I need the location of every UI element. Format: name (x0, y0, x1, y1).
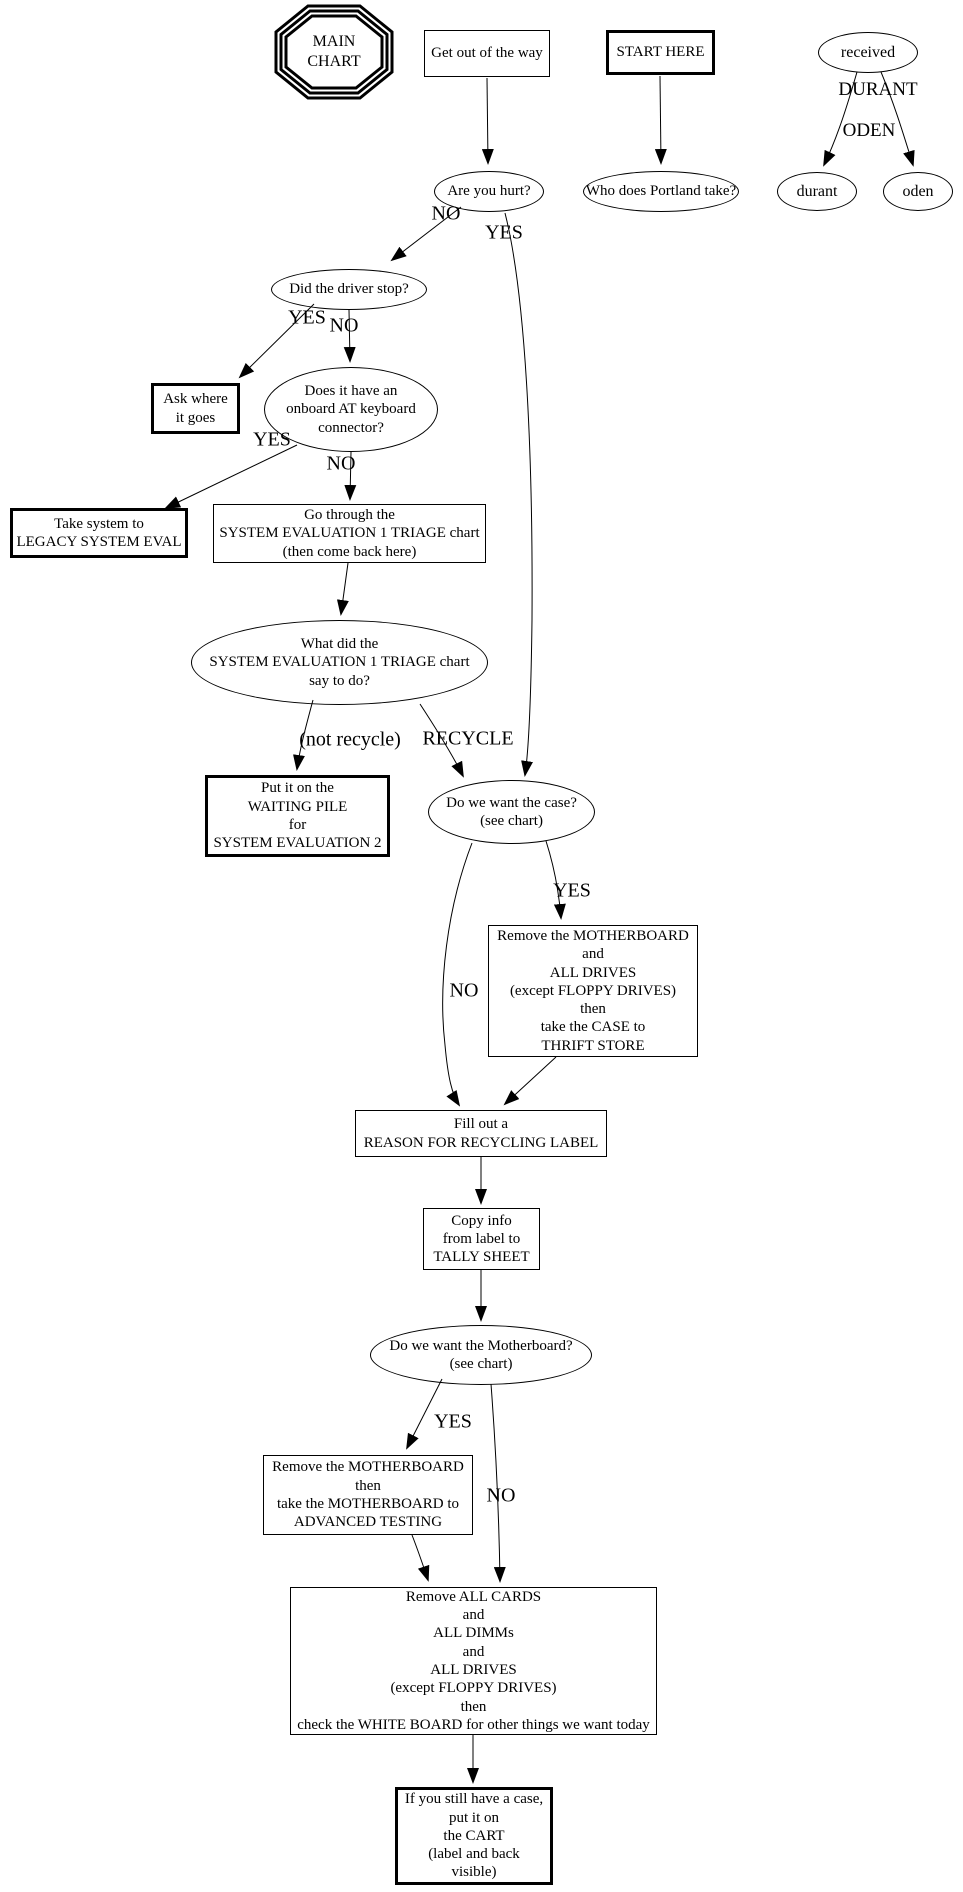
node-case-to-thrift-store: Remove the MOTHERBOARD and ALL DRIVES (e… (488, 925, 698, 1057)
node-are-you-hurt: Are you hurt? (434, 171, 544, 212)
edge-label-case-yes: YES (553, 879, 591, 902)
edge-label-driver-no: NO (329, 314, 359, 337)
edge-label-mobo-yes: YES (434, 1410, 472, 1433)
edge-label-not-recycle: (not recycle) (299, 728, 401, 751)
node-what-did-triage-say: What did the SYSTEM EVALUATION 1 TRIAGE … (191, 620, 488, 705)
edge-driver-no (343, 309, 356, 363)
node-motherboard-advanced-testing: Remove the MOTHERBOARD then take the MOT… (263, 1455, 473, 1535)
node-oden: oden (883, 172, 953, 211)
edge-mobo-yes (406, 1378, 443, 1450)
edge-label-durant: DURANT (838, 79, 918, 100)
node-go-through-triage-chart: Go through the SYSTEM EVALUATION 1 TRIAG… (213, 504, 486, 563)
edge-label-connector-yes: YES (253, 428, 291, 451)
edge-advtesting-to-removeall (411, 1534, 430, 1582)
node-do-we-want-the-case: Do we want the case? (see chart) (428, 780, 595, 844)
node-at-keyboard-connector: Does it have an onboard AT keyboard conn… (264, 367, 438, 452)
edge-label-oden: ODEN (842, 120, 896, 141)
node-legacy-system-eval: Take system to LEGACY SYSTEM EVAL (10, 508, 188, 558)
edge-label-case-no: NO (449, 979, 479, 1002)
node-received: received (818, 32, 918, 73)
edge-received-to-durant (823, 71, 858, 167)
edge-label-hurt-no: NO (431, 202, 461, 225)
edge-start-to-portland (654, 75, 667, 165)
node-who-does-portland-take: Who does Portland take? (583, 171, 739, 212)
node-case-on-cart: If you still have a case, put it on the … (395, 1787, 553, 1885)
edge-whatdid-notrecycle (293, 699, 314, 771)
edge-mobo-no (490, 1383, 506, 1583)
edge-hurt-no (390, 206, 462, 262)
node-remove-all-cards-dimms-drives: Remove ALL CARDS and ALL DIMMs and ALL D… (290, 1587, 657, 1735)
edge-driver-yes (238, 303, 315, 379)
node-copy-info-tally-sheet: Copy info from label to TALLY SHEET (423, 1208, 540, 1270)
edge-label-recycle: RECYCLE (422, 727, 514, 750)
edge-label-driver-yes: YES (288, 306, 326, 329)
edge-whatdid-recycle (419, 703, 464, 778)
edge-getout-to-hurt (481, 77, 494, 165)
node-durant: durant (777, 172, 857, 211)
triple-octagon-shape (274, 4, 394, 100)
edge-connector-no (344, 451, 357, 501)
edge-gothrough-to-whatdid (336, 562, 349, 616)
node-do-we-want-the-motherboard: Do we want the Motherboard? (see chart) (370, 1325, 592, 1385)
node-reason-for-recycling-label: Fill out a REASON FOR RECYCLING LABEL (355, 1110, 607, 1157)
node-get-out-of-the-way: Get out of the way (424, 30, 550, 77)
edge-case-no (442, 842, 473, 1107)
edge-label-connector-no: NO (326, 452, 356, 475)
edge-hurt-yes-to-case (504, 212, 533, 777)
node-start-here: START HERE (606, 30, 715, 75)
node-did-the-driver-stop: Did the driver stop? (271, 269, 427, 310)
edge-label-hurt-yes: YES (485, 221, 523, 244)
edge-received-to-oden (880, 71, 915, 167)
node-waiting-pile: Put it on the WAITING PILE for SYSTEM EV… (205, 775, 390, 857)
node-main-chart: MAIN CHART (307, 33, 361, 70)
edge-label-mobo-no: NO (486, 1484, 516, 1507)
edge-connector-yes (164, 444, 298, 509)
edge-thrift-to-fillout (503, 1056, 557, 1106)
node-ask-where-it-goes: Ask where it goes (151, 383, 240, 434)
edge-case-yes (545, 840, 566, 920)
